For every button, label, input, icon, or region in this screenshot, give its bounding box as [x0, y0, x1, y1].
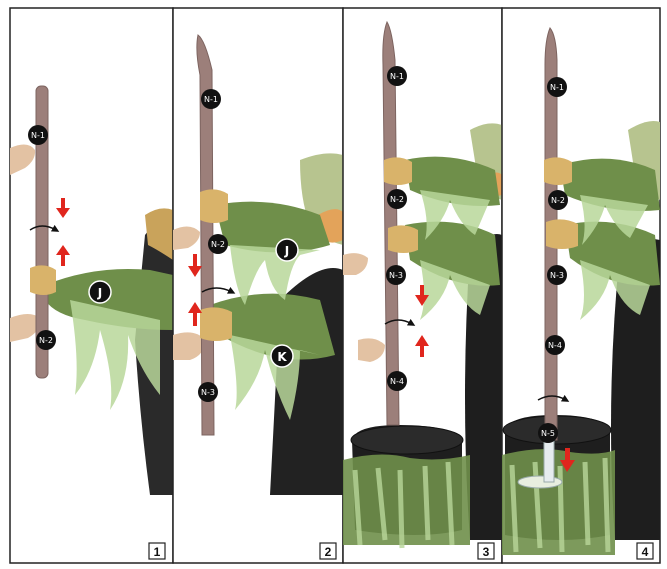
panel-3-human-hand-bottom: [358, 338, 385, 362]
svg-text:N-1: N-1: [204, 95, 218, 104]
rotate-arrow-icon: [29, 224, 60, 232]
svg-text:N-2: N-2: [390, 195, 404, 204]
red-up-arrow-icon: [56, 245, 70, 266]
svg-text:N-2: N-2: [39, 336, 53, 345]
red-down-arrow-icon: [415, 285, 429, 306]
step-number-box: [477, 542, 495, 560]
label-N-2: N-2: [548, 190, 568, 210]
panel-4-skirt-strands: [509, 457, 611, 553]
panel-2-witch-hand-j: [200, 189, 228, 223]
panel-4-robe: [611, 238, 660, 540]
label-N-2: N-2: [36, 330, 56, 350]
panel-4-witch-hand-upper: [544, 157, 572, 185]
svg-text:N-3: N-3: [550, 271, 564, 280]
panel-2-gauze-bottom: [230, 335, 320, 420]
panel-4-stand-post: [543, 439, 555, 483]
panel-2-human-hand-top: [173, 226, 200, 250]
step-number-box: [148, 542, 166, 560]
label-J: J: [275, 238, 299, 262]
svg-text:K: K: [277, 350, 287, 364]
panel-2-gauze-top: [230, 245, 320, 305]
panel-1-witch-hand: [30, 265, 56, 295]
svg-text:J: J: [97, 286, 102, 300]
panel-2-witch-hand-k: [200, 307, 232, 341]
panel-3-cauldron-skirt: [343, 454, 470, 545]
red-down-arrow-icon: [56, 198, 70, 218]
rotate-arrow-icon: [384, 318, 416, 326]
panel-4-gauze-upper: [580, 195, 648, 245]
label-N-2: N-2: [387, 189, 407, 209]
label-N-3: N-3: [386, 265, 406, 285]
panel-1-human-hand-bottom: [10, 314, 41, 342]
rotate-arrow-icon: [537, 394, 570, 402]
step-number: 1: [154, 545, 161, 559]
svg-text:N-1: N-1: [31, 131, 45, 140]
label-N-1: N-1: [201, 89, 221, 109]
label-N-1: N-1: [387, 66, 407, 86]
label-N-4: N-4: [387, 371, 407, 391]
step-number: 2: [325, 545, 332, 559]
red-up-arrow-icon: [415, 335, 429, 357]
svg-text:N-3: N-3: [389, 271, 403, 280]
label-N-2: N-2: [208, 234, 228, 254]
panel-2-human-hand-bottom: [173, 332, 205, 360]
panel-3-witch-hand-upper: [384, 157, 412, 185]
panel-4-gauze-lower: [580, 260, 650, 320]
svg-text:N-2: N-2: [211, 240, 225, 249]
svg-text:N-4: N-4: [390, 377, 404, 386]
panel-1-pole: [35, 85, 49, 379]
panel-1-gauze: [70, 300, 160, 410]
label-K: K: [270, 344, 294, 368]
panel-2-sleeve-j: [215, 201, 330, 253]
step-number: 3: [483, 545, 490, 559]
panel-3: N-1 N-2 N-3 N-4 3: [342, 7, 503, 564]
label-J: J: [88, 280, 112, 304]
red-down-arrow-icon: [188, 254, 202, 277]
panel-4-witch-hand-lower: [546, 219, 578, 249]
label-N-1: N-1: [28, 125, 48, 145]
label-N-4: N-4: [545, 335, 565, 355]
step-number-box: [636, 542, 654, 560]
panel-3-gauze-lower: [420, 260, 490, 320]
label-N-5: N-5: [538, 423, 558, 443]
panel-3-skirt-strands: [352, 461, 455, 549]
step-number-box: [319, 542, 337, 560]
label-N-3: N-3: [198, 382, 218, 402]
panel-4: N-1 N-2 N-3 N-4 N-5 4: [501, 7, 661, 564]
svg-text:N-5: N-5: [541, 429, 555, 438]
label-N-3: N-3: [547, 265, 567, 285]
red-down-arrow-icon: [560, 448, 575, 472]
panel-3-witch-hand-lower: [388, 225, 418, 253]
panel-3-gauze-upper: [420, 190, 490, 240]
svg-text:N-1: N-1: [550, 83, 564, 92]
svg-text:N-4: N-4: [548, 341, 562, 350]
rotate-arrow-icon: [201, 286, 236, 294]
svg-text:J: J: [284, 244, 289, 258]
panel-1-human-hand-top: [10, 144, 36, 175]
svg-text:N-3: N-3: [201, 388, 215, 397]
panel-3-human-hand-top: [343, 253, 368, 275]
step-number: 4: [642, 545, 649, 559]
label-N-1: N-1: [547, 77, 567, 97]
svg-text:N-2: N-2: [551, 196, 565, 205]
panel-3-cauldron-rim: [350, 425, 464, 455]
red-up-arrow-icon: [188, 302, 202, 326]
panel-4-stand-base: [517, 475, 563, 489]
svg-text:N-1: N-1: [390, 72, 404, 81]
panel-1: N-1 N-2 J 1: [9, 7, 174, 564]
panel-1-hat: [145, 208, 173, 260]
panel-3-pole: [382, 20, 400, 426]
panel-2: N-1 N-2 N-3 J K 2: [172, 7, 344, 564]
